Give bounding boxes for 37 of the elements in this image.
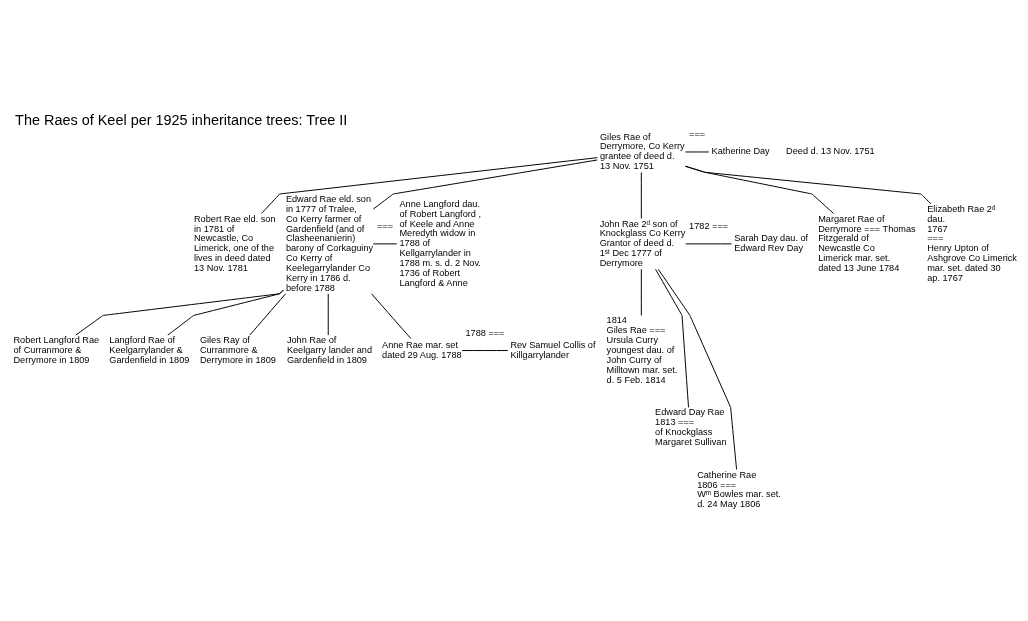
connector bbox=[372, 159, 598, 210]
connector bbox=[640, 172, 642, 220]
node-text: Langford Rae of Keelgarrylander & Gardenfield in 1809 bbox=[109, 335, 190, 365]
node-text: Anne Rae mar. set dated 29 Aug. 1788 bbox=[382, 340, 462, 360]
node-text: Catherine Rae 1806 === Wᵐ Bowles mar. set. d. 24 May 1806 bbox=[697, 469, 781, 510]
node-text: Katherine Day bbox=[711, 146, 770, 157]
connector bbox=[655, 268, 689, 408]
node-text: Robert Rae eld. son in 1781 of Newcastle, Co Limerick, one of the lives in deed dated 13 Nov. 1781 bbox=[194, 213, 276, 273]
node-text: John Rae of Keelgarry lander and Gardenfield in 1809 bbox=[286, 335, 373, 365]
node-text: Giles Ray of Curranmore & Derrymore in 1809 bbox=[199, 335, 276, 365]
node-text: 1814 Giles Rae === Ursula Curry youngest dau. of John Curry of Milltown mar. set. d. 5 Feb. 1814 bbox=[606, 315, 678, 385]
connector bbox=[249, 293, 287, 336]
node-text: Rev Samuel Collis of Killgarrylander bbox=[510, 340, 596, 360]
connector bbox=[461, 350, 509, 352]
connector bbox=[261, 157, 598, 214]
edge-label: === bbox=[376, 220, 394, 231]
node-text: Giles Rae of Derrymore, Co Kerry grantee of deed d. 13 Nov. 1751 bbox=[599, 131, 685, 172]
label: Deed d. 13 Nov. 1751 bbox=[786, 146, 875, 157]
edge-label: 1788 === bbox=[465, 327, 505, 338]
node-text: Anne Langford dau. of Robert Langford , of Keele and Anne Meredyth widow in 1788 of Kellgarrylander in 1788 m. s. d. 2 Nov. 1736 of Robert Langford & Anne bbox=[399, 198, 482, 288]
connector bbox=[167, 289, 284, 336]
diagram-title: The Raes of Keel per 1925 inheritance trees: Tree II bbox=[15, 111, 348, 128]
connector bbox=[684, 165, 932, 205]
node-text: Margaret Rae of Derrymore === Thomas Fitzgerald of Newcastle Co Limerick mar. set. dated 13 June 1784 bbox=[818, 213, 916, 273]
node-text: Robert Langford Rae of Curranmore & Derrymore in 1809 bbox=[13, 335, 100, 365]
connector bbox=[371, 293, 412, 340]
connector bbox=[657, 268, 738, 470]
node-text: Edward Day Rae 1813 === of Knockglass Margaret Sullivan bbox=[655, 407, 727, 447]
connector bbox=[75, 289, 284, 336]
node-text: John Rae 2ᵈ son of Knockglass Co Kerry Grantor of deed d. 1ˢᵗ Dec 1777 of Derrymore bbox=[599, 218, 686, 268]
node-text: Elizabeth Rae 2ᵈ dau. 1767 === Henry Upton of Ashgrove Co Limerick mar. set. dated 30 ap. 1767 bbox=[927, 203, 1017, 283]
node-text: Edward Rae eld. son in 1777 of Tralee, Co Kerry farmer of Gardenfield (and of Clasheenanierin) barony of Corkaguiny Co Kerry of Keelegarrylander Co Kerry in 1786 d. before 1788 bbox=[285, 194, 374, 293]
connector bbox=[327, 293, 329, 336]
edge-label: 1782 === bbox=[689, 220, 729, 231]
node-text: Sarah Day dau. of Edward Rev Day bbox=[734, 233, 809, 254]
connector bbox=[640, 268, 642, 316]
edge-label: === bbox=[689, 129, 706, 140]
